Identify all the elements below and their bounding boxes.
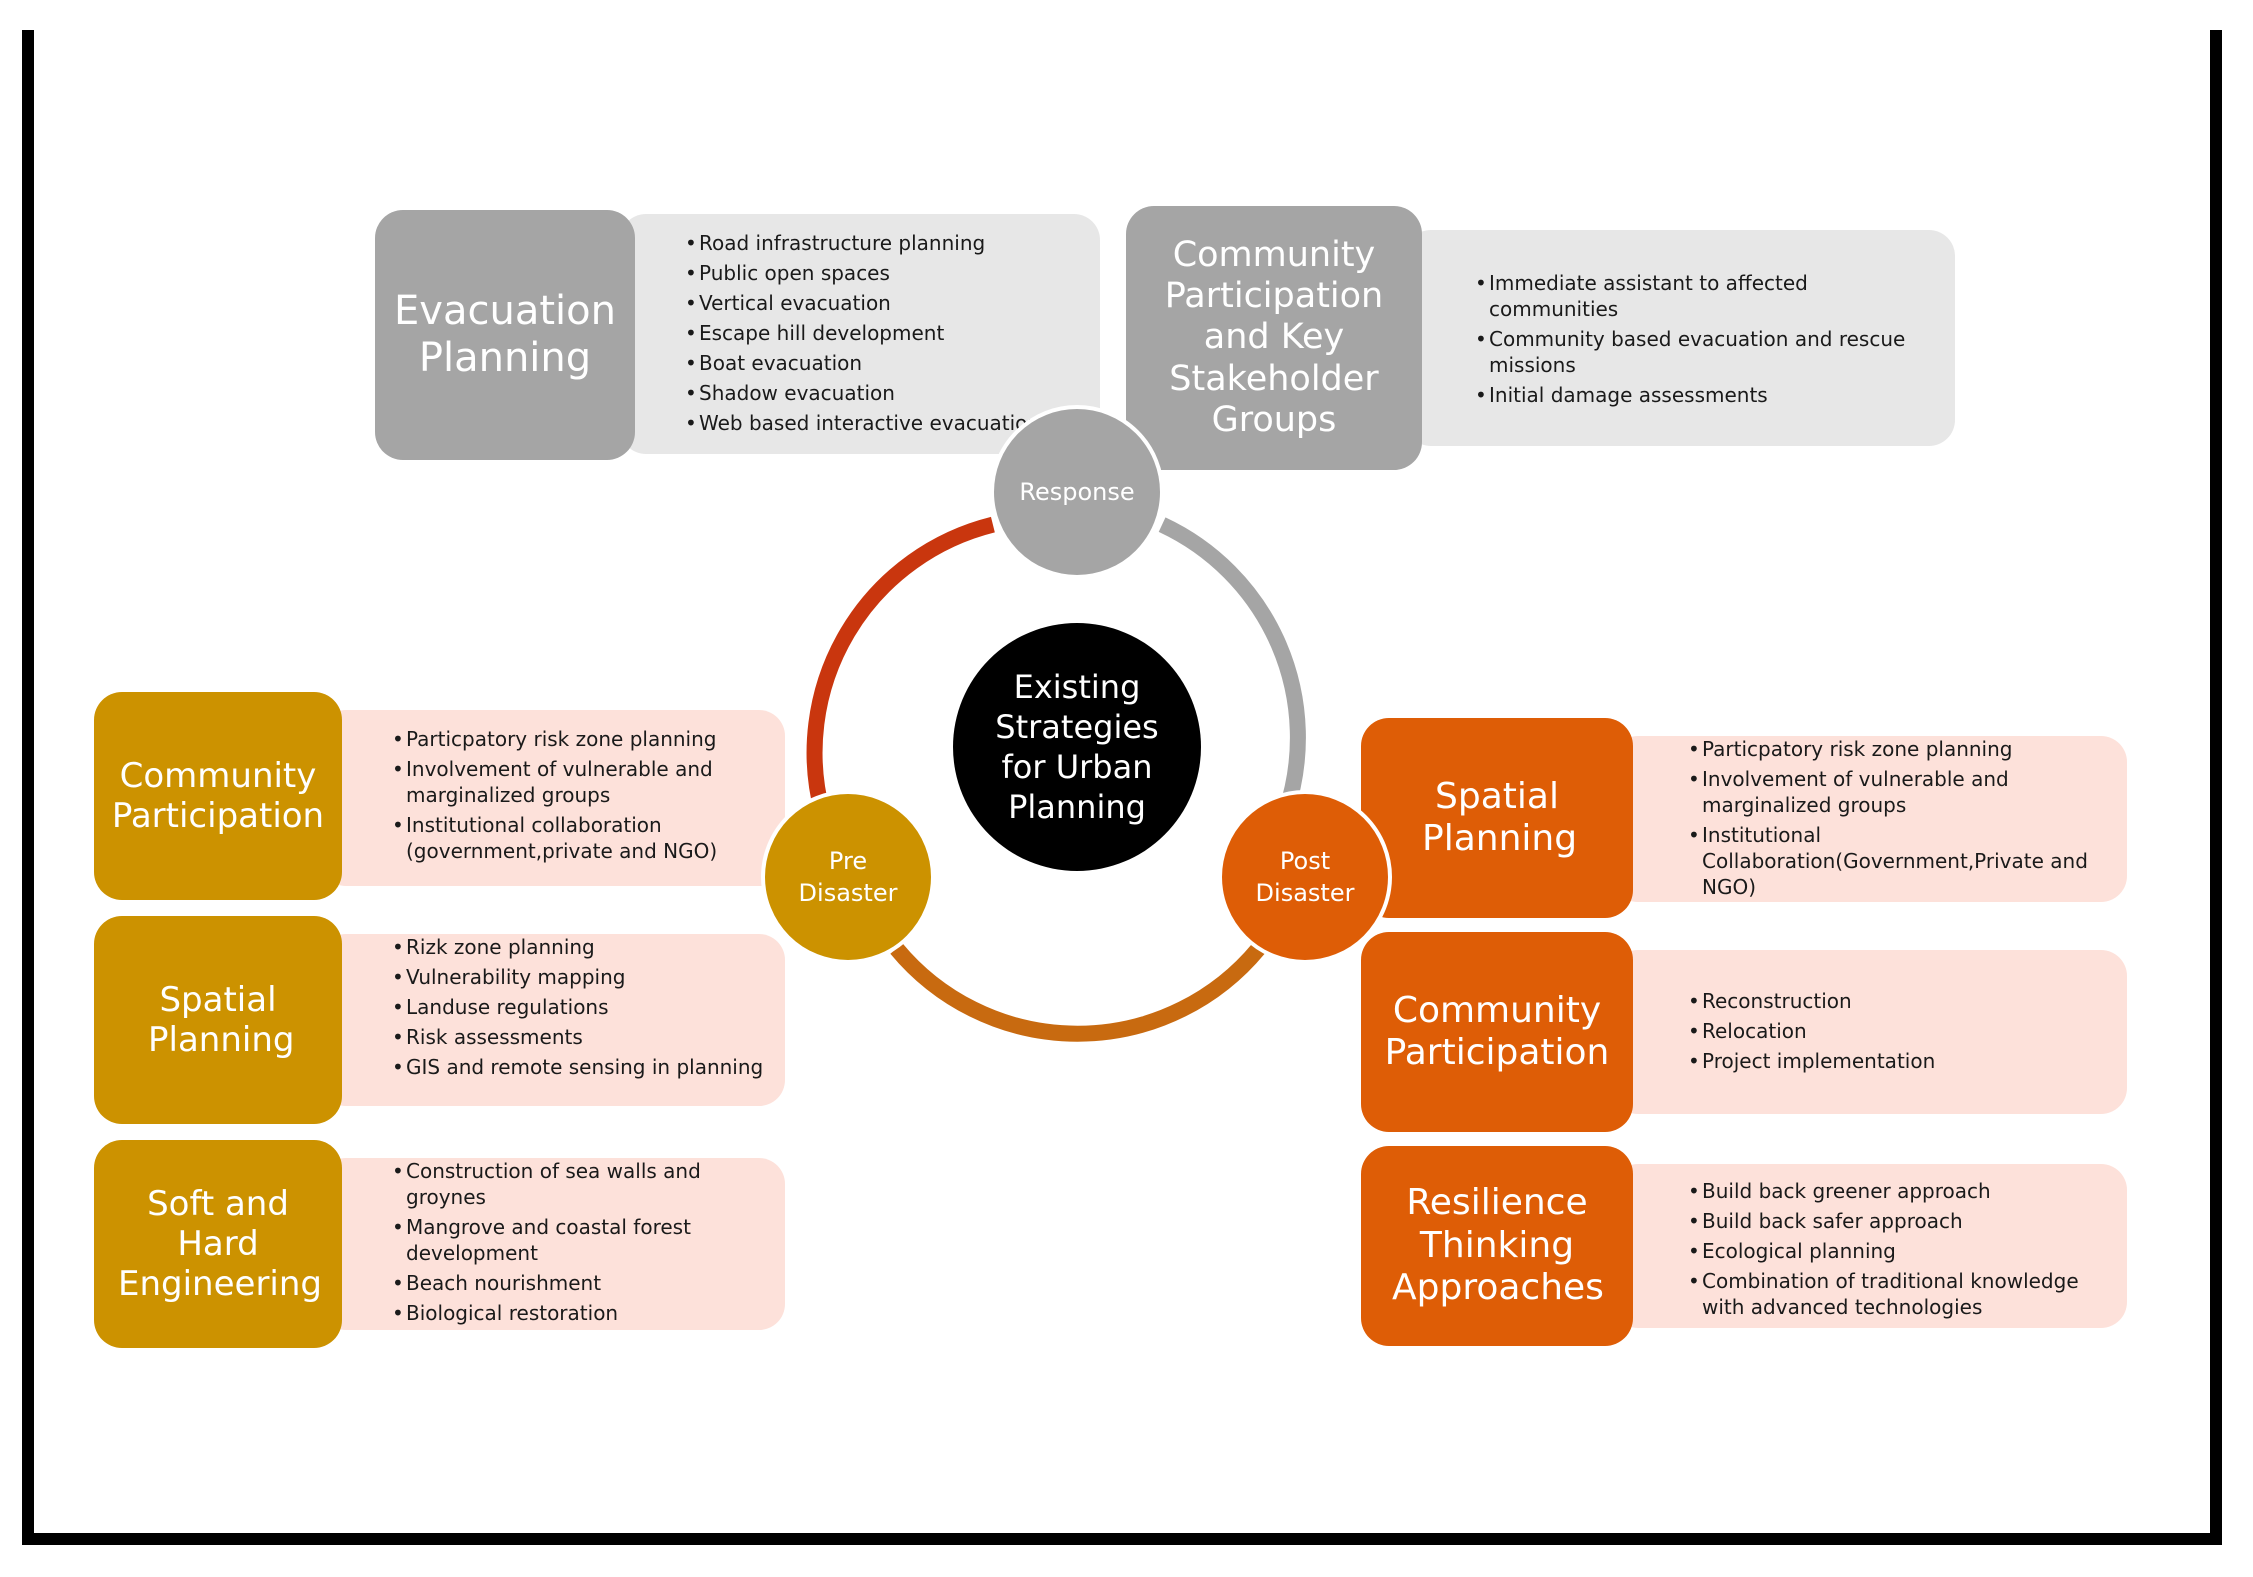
list-item: Reconstruction bbox=[1688, 988, 2117, 1014]
soft-hard-engineering-details: Construction of sea walls and groynes Ma… bbox=[320, 1158, 785, 1330]
list-item: Project implementation bbox=[1688, 1048, 2117, 1074]
list-item: Beach nourishment bbox=[392, 1270, 775, 1296]
post-spatial-planning-box: Spatial Planning bbox=[1361, 718, 1633, 918]
figure-frame bbox=[22, 30, 2222, 1545]
list-item: Public open spaces bbox=[685, 260, 1100, 286]
list-item: Relocation bbox=[1688, 1018, 2117, 1044]
pre-community-participation-list: Particpatory risk zone planning Involvem… bbox=[392, 726, 775, 864]
list-item: Shadow evacuation bbox=[685, 380, 1100, 406]
pre-spatial-planning-details: Rizk zone planning Vulnerability mapping… bbox=[320, 934, 785, 1106]
pre-disaster-node: Pre Disaster bbox=[761, 790, 935, 964]
list-item: Involvement of vulnerable and marginaliz… bbox=[1688, 766, 2117, 818]
list-item: Combination of traditional knowledge wit… bbox=[1688, 1268, 2117, 1320]
list-item: Community based evacuation and rescue mi… bbox=[1475, 326, 1935, 378]
response-label: Response bbox=[1019, 478, 1135, 506]
soft-hard-engineering-box: Soft and Hard Engineering bbox=[94, 1140, 342, 1348]
list-item: Mangrove and coastal forest development bbox=[392, 1214, 775, 1266]
list-item: Web based interactive evacuation bbox=[685, 410, 1100, 436]
resilience-thinking-box: Resilience Thinking Approaches bbox=[1361, 1146, 1633, 1346]
list-item: Initial damage assessments bbox=[1475, 382, 1935, 408]
response-node: Response bbox=[990, 405, 1164, 579]
resilience-thinking-list: Build back greener approach Build back s… bbox=[1688, 1178, 2117, 1320]
list-item: Rizk zone planning bbox=[392, 934, 775, 960]
list-item: Institutional collaboration (government,… bbox=[392, 812, 775, 864]
pre-spatial-planning-box: Spatial Planning bbox=[94, 916, 342, 1124]
pre-disaster-label: Pre Disaster bbox=[798, 847, 898, 907]
list-item: Vulnerability mapping bbox=[392, 964, 775, 990]
post-community-participation-list: Reconstruction Relocation Project implem… bbox=[1688, 988, 2117, 1074]
evacuation-planning-title: Evacuation Planning bbox=[394, 287, 616, 381]
soft-hard-engineering-title: Soft and Hard Engineering bbox=[118, 1183, 322, 1305]
list-item: Involvement of vulnerable and marginaliz… bbox=[392, 756, 775, 808]
list-item: Particpatory risk zone planning bbox=[1688, 736, 2117, 762]
list-item: Road infrastructure planning bbox=[685, 230, 1100, 256]
list-item: Institutional Collaboration(Government,P… bbox=[1688, 822, 2117, 900]
post-community-participation-title: Community Participation bbox=[1384, 989, 1610, 1073]
post-spatial-planning-details: Particpatory risk zone planning Involvem… bbox=[1612, 736, 2127, 902]
list-item: Build back greener approach bbox=[1688, 1178, 2117, 1204]
post-spatial-planning-list: Particpatory risk zone planning Involvem… bbox=[1688, 736, 2117, 900]
post-community-participation-box: Community Participation bbox=[1361, 932, 1633, 1132]
list-item: Ecological planning bbox=[1688, 1238, 2117, 1264]
list-item: Vertical evacuation bbox=[685, 290, 1100, 316]
evacuation-planning-box: Evacuation Planning bbox=[375, 210, 635, 460]
list-item: Biological restoration bbox=[392, 1300, 775, 1326]
list-item: Risk assessments bbox=[392, 1024, 775, 1050]
pre-spatial-planning-title: Spatial Planning bbox=[148, 979, 295, 1060]
community-stakeholder-list: Immediate assistant to affected communit… bbox=[1475, 270, 1935, 408]
list-item: Boat evacuation bbox=[685, 350, 1100, 376]
list-item: Construction of sea walls and groynes bbox=[392, 1158, 775, 1210]
evacuation-planning-details: Road infrastructure planning Public open… bbox=[620, 214, 1100, 454]
pre-community-participation-title: Community Participation bbox=[111, 755, 325, 836]
pre-community-participation-details: Particpatory risk zone planning Involvem… bbox=[320, 710, 785, 886]
post-disaster-label: Post Disaster bbox=[1255, 847, 1355, 907]
center-label: Existing Strategies for Urban Planning bbox=[995, 668, 1159, 826]
post-spatial-planning-title: Spatial Planning bbox=[1422, 775, 1578, 859]
pre-spatial-planning-list: Rizk zone planning Vulnerability mapping… bbox=[392, 934, 775, 1080]
list-item: Particpatory risk zone planning bbox=[392, 726, 775, 752]
list-item: GIS and remote sensing in planning bbox=[392, 1054, 775, 1080]
list-item: Immediate assistant to affected communit… bbox=[1475, 270, 1935, 322]
community-stakeholder-box: Community Participation and Key Stakehol… bbox=[1126, 206, 1422, 470]
soft-hard-engineering-list: Construction of sea walls and groynes Ma… bbox=[392, 1158, 775, 1326]
center-node: Existing Strategies for Urban Planning bbox=[953, 623, 1201, 871]
post-community-participation-details: Reconstruction Relocation Project implem… bbox=[1612, 950, 2127, 1114]
community-stakeholder-details: Immediate assistant to affected communit… bbox=[1405, 230, 1955, 446]
list-item: Escape hill development bbox=[685, 320, 1100, 346]
list-item: Landuse regulations bbox=[392, 994, 775, 1020]
list-item: Build back safer approach bbox=[1688, 1208, 2117, 1234]
post-disaster-node: Post Disaster bbox=[1218, 790, 1392, 964]
pre-community-participation-box: Community Participation bbox=[94, 692, 342, 900]
resilience-thinking-details: Build back greener approach Build back s… bbox=[1612, 1164, 2127, 1328]
evacuation-planning-list: Road infrastructure planning Public open… bbox=[685, 230, 1100, 436]
community-stakeholder-title: Community Participation and Key Stakehol… bbox=[1164, 234, 1384, 440]
resilience-thinking-title: Resilience Thinking Approaches bbox=[1392, 1182, 1604, 1309]
